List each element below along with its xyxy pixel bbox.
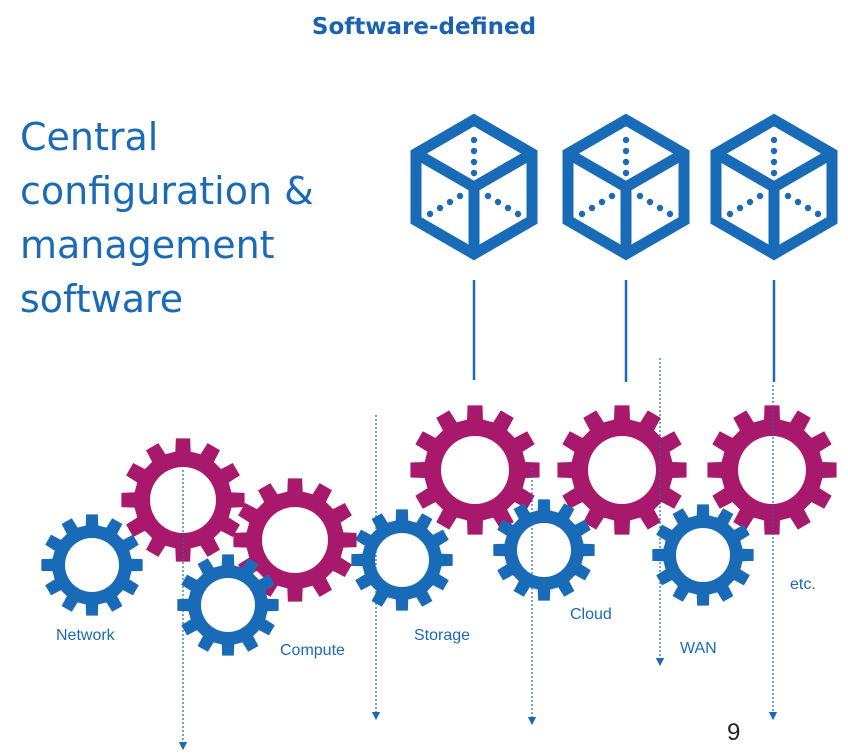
headline-line-4: software [20, 277, 184, 321]
gear-icon [41, 514, 143, 616]
gear-icon [177, 554, 279, 656]
headline: Central configuration & management softw… [20, 110, 400, 326]
gear-icon [707, 405, 837, 535]
headline-line-1: Central [20, 115, 159, 159]
gear-icon [493, 499, 595, 601]
gear-icon [233, 478, 357, 602]
label-network: Network [56, 627, 116, 644]
gear-icon [652, 504, 754, 606]
gears-group [41, 405, 837, 656]
cube-icon [568, 120, 684, 254]
page-number: 9 [727, 719, 740, 746]
headline-line-3: management [20, 223, 275, 267]
headline-line-2: configuration & [20, 169, 314, 213]
gear-icon [351, 509, 453, 611]
dotted-arrows [178, 358, 778, 751]
cube-icon [716, 120, 832, 254]
label-cloud: Cloud [570, 606, 612, 623]
gear-icon [121, 438, 245, 562]
label-compute: Compute [280, 642, 345, 659]
page-title: Software-defined [311, 14, 537, 40]
label-etc: etc. [790, 576, 816, 593]
gear-icon [557, 405, 687, 535]
cube-icon [416, 120, 532, 254]
label-storage: Storage [414, 627, 470, 644]
label-wan: WAN [680, 640, 717, 657]
gear-icon [410, 405, 540, 535]
